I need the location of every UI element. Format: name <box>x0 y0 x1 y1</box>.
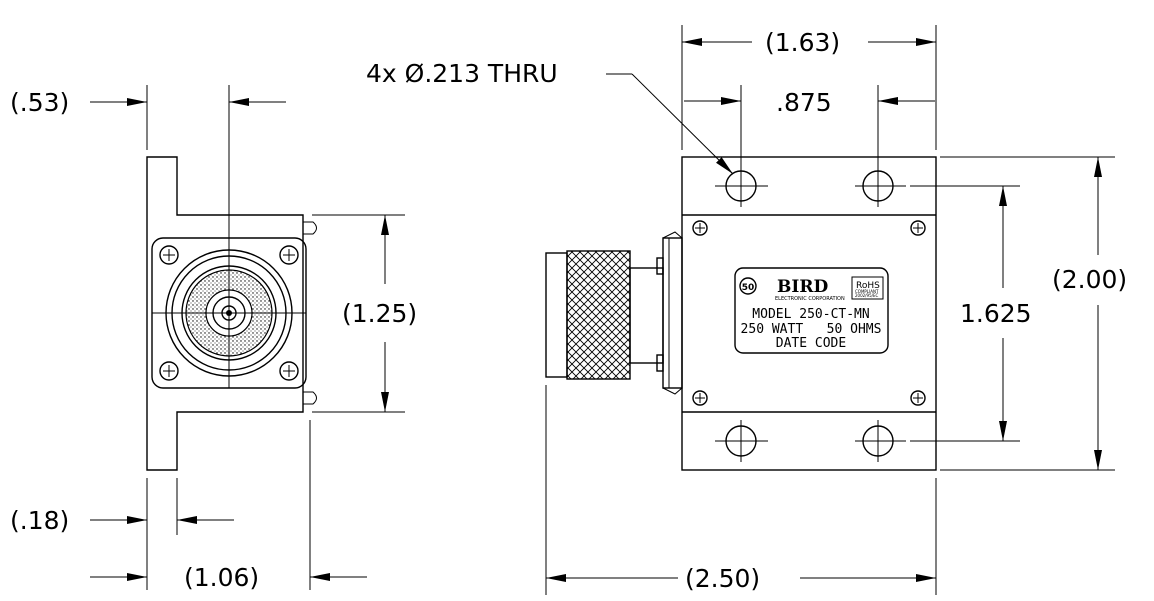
mounting-hole-bl <box>715 420 768 462</box>
badge-icon <box>739 277 757 295</box>
front-view <box>146 85 317 471</box>
knurled-coupling-nut <box>566 250 631 380</box>
dim-200: (2.00) <box>940 156 1127 471</box>
rohs-subtitle: COMPLIANT <box>855 289 879 294</box>
front-side-nub-bottom <box>303 391 317 405</box>
dim-106-text: (1.06) <box>184 563 259 592</box>
dim-018-text: (.18) <box>10 506 69 535</box>
model-text: MODEL 250-CT-MN <box>752 307 869 322</box>
dim-250-text: (2.50) <box>685 564 760 593</box>
side-view: 50 BIRD ELECTRONIC CORPORATION RoHS COMP… <box>545 156 937 471</box>
mounting-hole-tr <box>855 165 906 207</box>
rohs-mark: RoHS <box>856 281 880 291</box>
n-connector <box>545 231 683 395</box>
dim-1625-text: 1.625 <box>960 299 1032 328</box>
connector-screw-br <box>279 361 299 381</box>
hole-callout: 4x Ø.213 THRU <box>366 59 734 175</box>
dim-1625: 1.625 <box>910 185 1032 442</box>
cover-screw-tr <box>910 220 926 236</box>
rohs-code: 2002/95/EC <box>855 293 878 298</box>
dim-163: (1.63) <box>681 25 937 150</box>
dim-053-text: (.53) <box>10 88 69 117</box>
front-side-nub-top <box>303 221 317 235</box>
front-flange-outline <box>146 156 304 471</box>
badge-text: 50 <box>742 283 755 293</box>
connector-screw-tr <box>279 245 299 265</box>
mounting-hole-tl <box>715 165 768 207</box>
mounting-hole-br <box>855 420 906 462</box>
cover-screw-br <box>910 390 926 406</box>
dim-125-text: (1.25) <box>342 299 417 328</box>
dim-200-text: (2.00) <box>1052 265 1127 294</box>
rating-text: 250 WATT 50 OHMS <box>741 322 882 337</box>
date-code-text: DATE CODE <box>776 336 846 351</box>
cover-screw-tl <box>692 220 708 236</box>
brand-logo-text: BIRD <box>777 277 828 297</box>
dim-125: (1.25) <box>312 214 417 413</box>
dim-106: (1.06) <box>90 420 367 592</box>
dim-163-text: (1.63) <box>765 28 840 57</box>
label-plate: 50 BIRD ELECTRONIC CORPORATION RoHS COMP… <box>734 267 889 354</box>
hole-callout-text: 4x Ø.213 THRU <box>366 59 558 88</box>
brand-subtitle: ELECTRONIC CORPORATION <box>775 296 845 302</box>
dim-0875: .875 <box>684 85 935 165</box>
cover-screw-bl <box>692 390 708 406</box>
connector-screw-tl <box>159 245 179 265</box>
dim-250: (2.50) <box>545 385 937 595</box>
dim-0875-text: .875 <box>776 88 832 117</box>
dim-018: (.18) <box>10 478 234 590</box>
connector-screw-bl <box>159 361 179 381</box>
dim-053: (.53) <box>10 85 286 150</box>
